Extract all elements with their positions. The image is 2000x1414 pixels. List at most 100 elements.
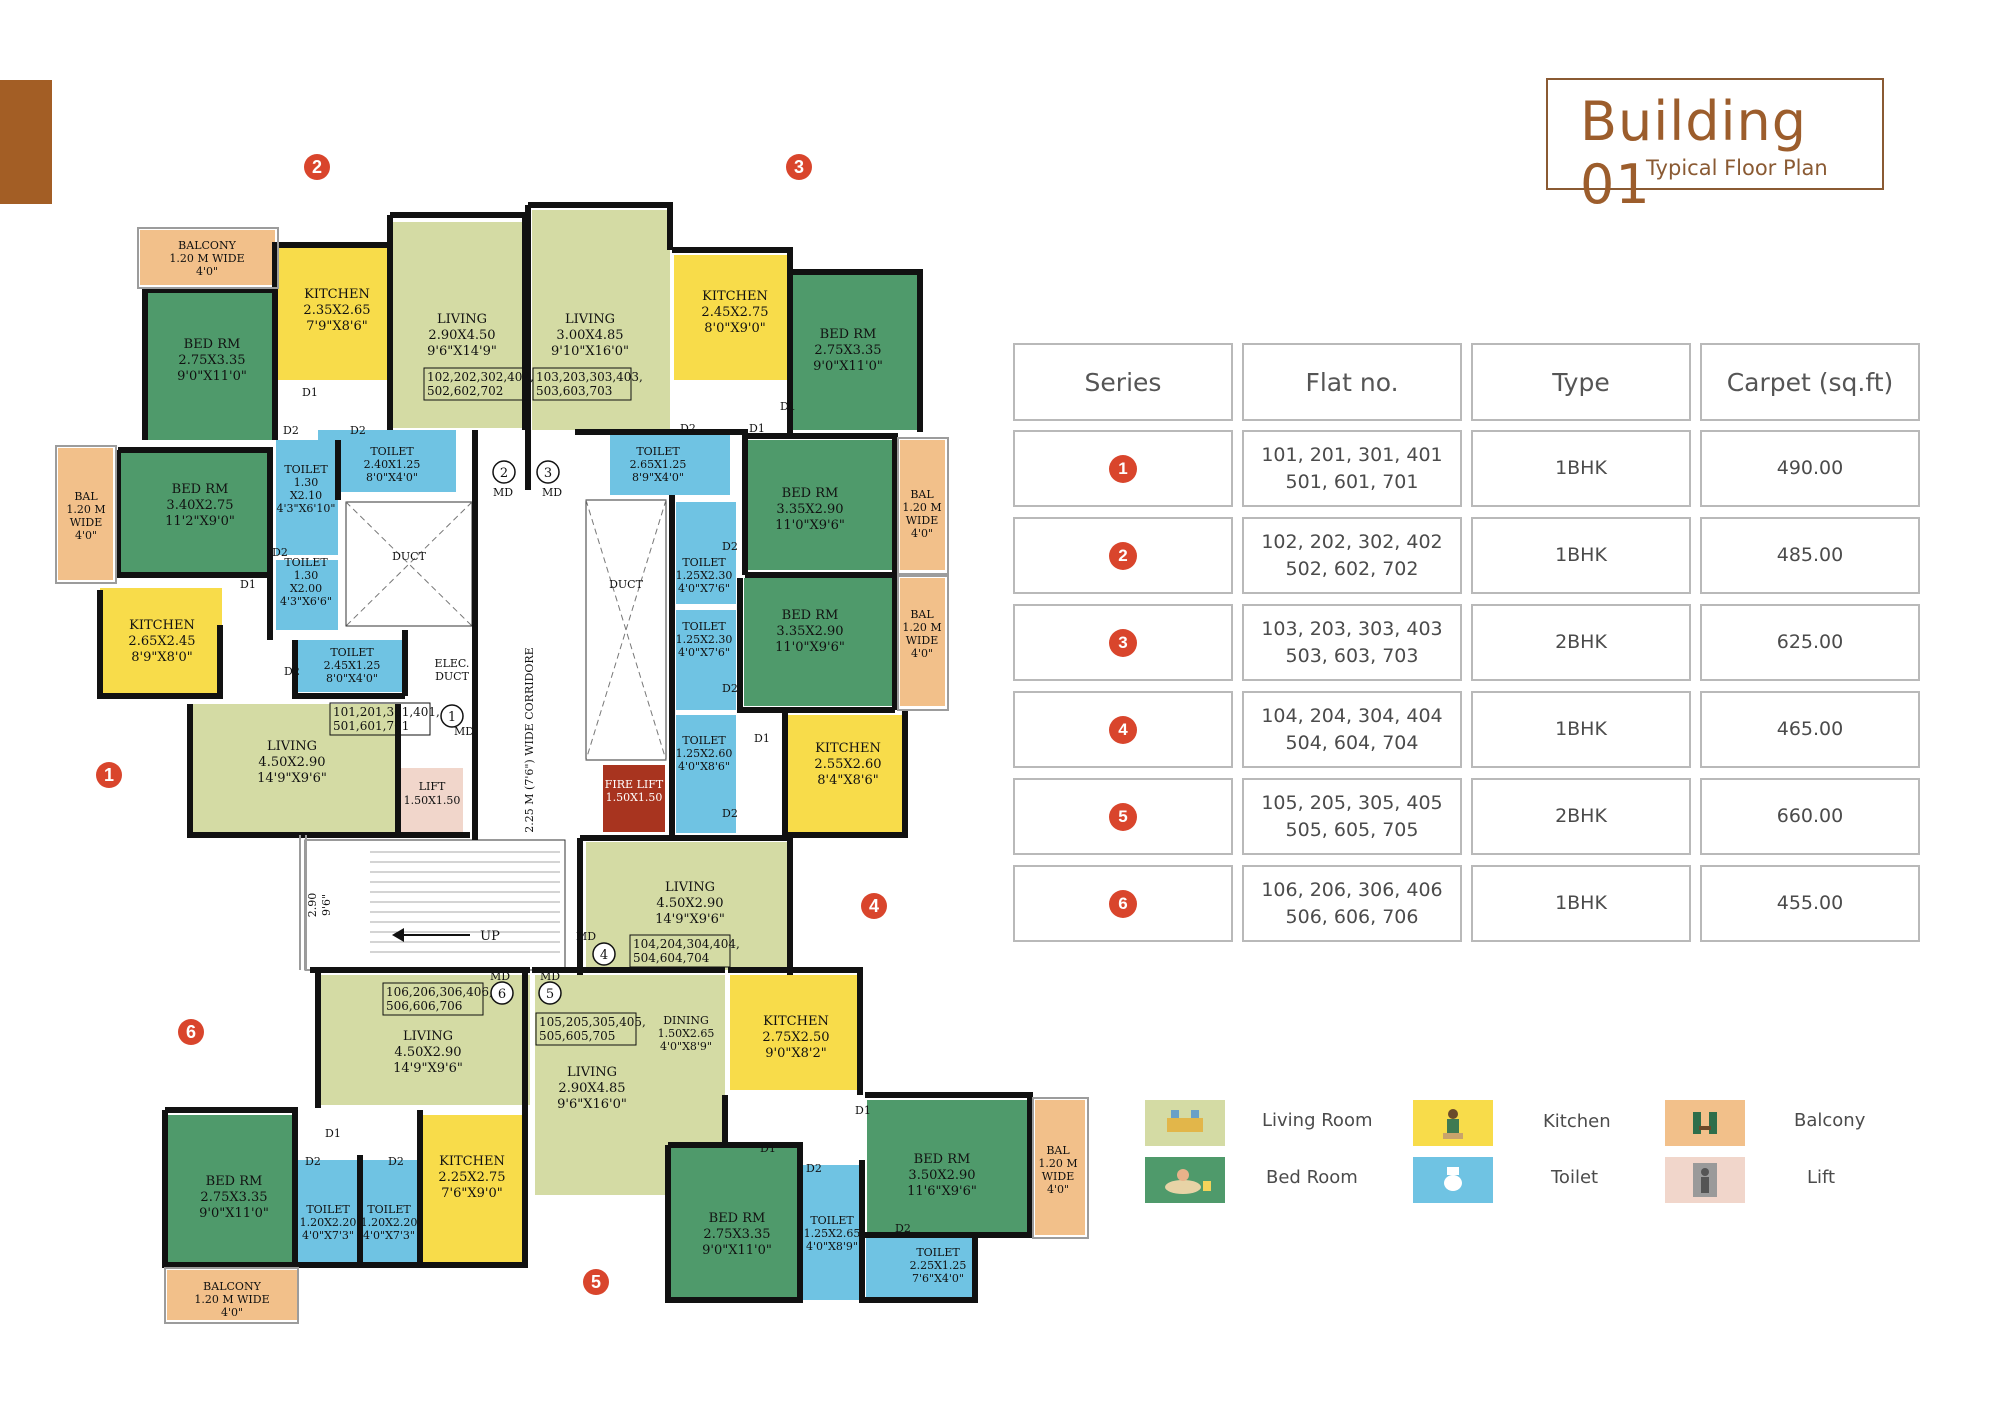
svg-text:1.20 M: 1.20 M [1038, 1157, 1077, 1170]
toilet-6b [362, 1160, 417, 1265]
svg-text:2: 2 [312, 157, 322, 177]
legend-living-label: Living Room [1262, 1110, 1373, 1131]
balcony-5 [1035, 1100, 1085, 1235]
svg-text:4'0": 4'0" [221, 1306, 243, 1319]
svg-text:D2: D2 [272, 546, 288, 559]
svg-text:4'0"X7'3": 4'0"X7'3" [302, 1229, 354, 1242]
svg-text:1.25X2.30: 1.25X2.30 [676, 569, 733, 582]
svg-text:4'0"X8'6": 4'0"X8'6" [678, 760, 730, 773]
living-4 [586, 842, 788, 970]
svg-text:103,203,303,403,: 103,203,303,403, [536, 370, 643, 384]
page-title: Building 01 [1580, 90, 1808, 216]
svg-text:D2: D2 [284, 665, 300, 678]
svg-text:BED RM: BED RM [709, 1211, 766, 1226]
series-badge: 1 [1109, 454, 1137, 483]
svg-text:TOILET: TOILET [284, 556, 328, 569]
svg-text:1: 1 [448, 710, 456, 725]
svg-text:X2.10: X2.10 [290, 489, 322, 502]
svg-text:14'9"X9'6": 14'9"X9'6" [257, 771, 327, 786]
floor-plan-drawing: 2 3 1 4 6 5 [55, 154, 1089, 1324]
svg-text:8'0"X4'0": 8'0"X4'0" [326, 672, 378, 685]
legend-bedroom-label: Bed Room [1266, 1167, 1358, 1188]
series-marker-1: 1 [96, 762, 122, 788]
svg-text:1.50X2.65: 1.50X2.65 [658, 1027, 715, 1040]
balcony-1 [58, 448, 113, 580]
svg-text:4'0": 4'0" [1047, 1183, 1069, 1196]
svg-text:MD: MD [490, 970, 510, 983]
door-marker-2: 2 [492, 460, 516, 484]
svg-text:4'0": 4'0" [75, 529, 97, 542]
svg-text:9'6"X14'9": 9'6"X14'9" [427, 344, 497, 359]
balcony-2 [140, 230, 275, 285]
svg-text:D1: D1 [302, 386, 318, 399]
svg-text:D2: D2 [350, 424, 366, 437]
table-cell-carpet: 490.00 [1700, 430, 1920, 507]
svg-text:WIDE: WIDE [70, 516, 103, 529]
bedroom-3c [744, 578, 892, 706]
legend-balcony-swatch [1665, 1100, 1745, 1146]
svg-text:TOILET: TOILET [682, 556, 726, 569]
svg-text:1.30: 1.30 [294, 569, 319, 582]
svg-text:KITCHEN: KITCHEN [439, 1154, 505, 1169]
svg-text:2.35X2.65: 2.35X2.65 [303, 303, 370, 318]
bedroom-5b [670, 1148, 800, 1298]
svg-text:2.45X2.75: 2.45X2.75 [701, 305, 768, 320]
svg-text:4'0": 4'0" [911, 647, 933, 660]
table-cell-type: 1BHK [1471, 517, 1691, 594]
svg-text:D2: D2 [722, 682, 738, 695]
kitchen-4 [786, 715, 904, 833]
svg-text:3.40X2.75: 3.40X2.75 [166, 498, 233, 513]
svg-text:BED RM: BED RM [172, 482, 229, 497]
svg-text:1.20X2.20: 1.20X2.20 [361, 1216, 418, 1229]
bedroom-5a [867, 1100, 1032, 1235]
svg-text:4'0"X7'6": 4'0"X7'6" [678, 646, 730, 659]
table-cell-carpet: 660.00 [1700, 778, 1920, 855]
svg-text:8'0"X9'0": 8'0"X9'0" [704, 321, 765, 336]
svg-text:TOILET: TOILET [636, 445, 680, 458]
svg-text:2.25X1.25: 2.25X1.25 [910, 1259, 967, 1272]
svg-text:1.25X2.60: 1.25X2.60 [676, 747, 733, 760]
svg-text:102,202,302,402,: 102,202,302,402, [427, 370, 534, 384]
svg-text:LIVING: LIVING [567, 1065, 617, 1080]
svg-text:106,206,306,406,: 106,206,306,406, [386, 985, 493, 999]
svg-text:D1: D1 [749, 422, 765, 435]
svg-text:503,603,703: 503,603,703 [536, 384, 612, 398]
lift [401, 768, 463, 832]
svg-text:D2: D2 [283, 424, 299, 437]
table-row-series: 5 [1013, 778, 1233, 855]
svg-text:D2: D2 [722, 807, 738, 820]
living-2 [392, 222, 525, 428]
series-marker-6: 6 [178, 1019, 204, 1045]
svg-text:2.75X3.35: 2.75X3.35 [703, 1227, 770, 1242]
svg-text:MD: MD [576, 930, 596, 943]
svg-text:506,606,706: 506,606,706 [386, 999, 462, 1013]
svg-text:9'0"X8'2": 9'0"X8'2" [765, 1046, 826, 1061]
header-carpet: Carpet (sq.ft) [1700, 343, 1920, 421]
svg-text:9'0"X11'0": 9'0"X11'0" [177, 369, 247, 384]
table-cell-carpet: 625.00 [1700, 604, 1920, 681]
svg-text:TOILET: TOILET [810, 1214, 854, 1227]
svg-text:MD: MD [540, 970, 560, 983]
svg-text:1.20 M: 1.20 M [902, 501, 941, 514]
legend-bedroom-swatch [1145, 1157, 1225, 1203]
svg-text:D2: D2 [305, 1155, 321, 1168]
svg-text:D2: D2 [895, 1222, 911, 1235]
bedroom-3a [792, 275, 920, 430]
svg-text:8'9"X4'0": 8'9"X4'0" [632, 471, 684, 484]
svg-text:1.20 M: 1.20 M [902, 621, 941, 634]
svg-text:6: 6 [186, 1022, 196, 1042]
svg-text:TOILET: TOILET [916, 1246, 960, 1259]
toilet-1c [295, 640, 405, 692]
bedroom-2 [145, 290, 275, 440]
svg-text:3.50X2.90: 3.50X2.90 [908, 1168, 975, 1183]
svg-text:505,605,705: 505,605,705 [539, 1029, 615, 1043]
svg-text:BALCONY: BALCONY [178, 239, 236, 252]
svg-text:TOILET: TOILET [367, 1203, 411, 1216]
svg-text:D1: D1 [760, 1142, 776, 1155]
door-marker-6: 6 [490, 981, 514, 1005]
svg-text:2.25X2.75: 2.25X2.75 [438, 1170, 505, 1185]
svg-text:X2.00: X2.00 [290, 582, 322, 595]
svg-text:BED RM: BED RM [184, 337, 241, 352]
